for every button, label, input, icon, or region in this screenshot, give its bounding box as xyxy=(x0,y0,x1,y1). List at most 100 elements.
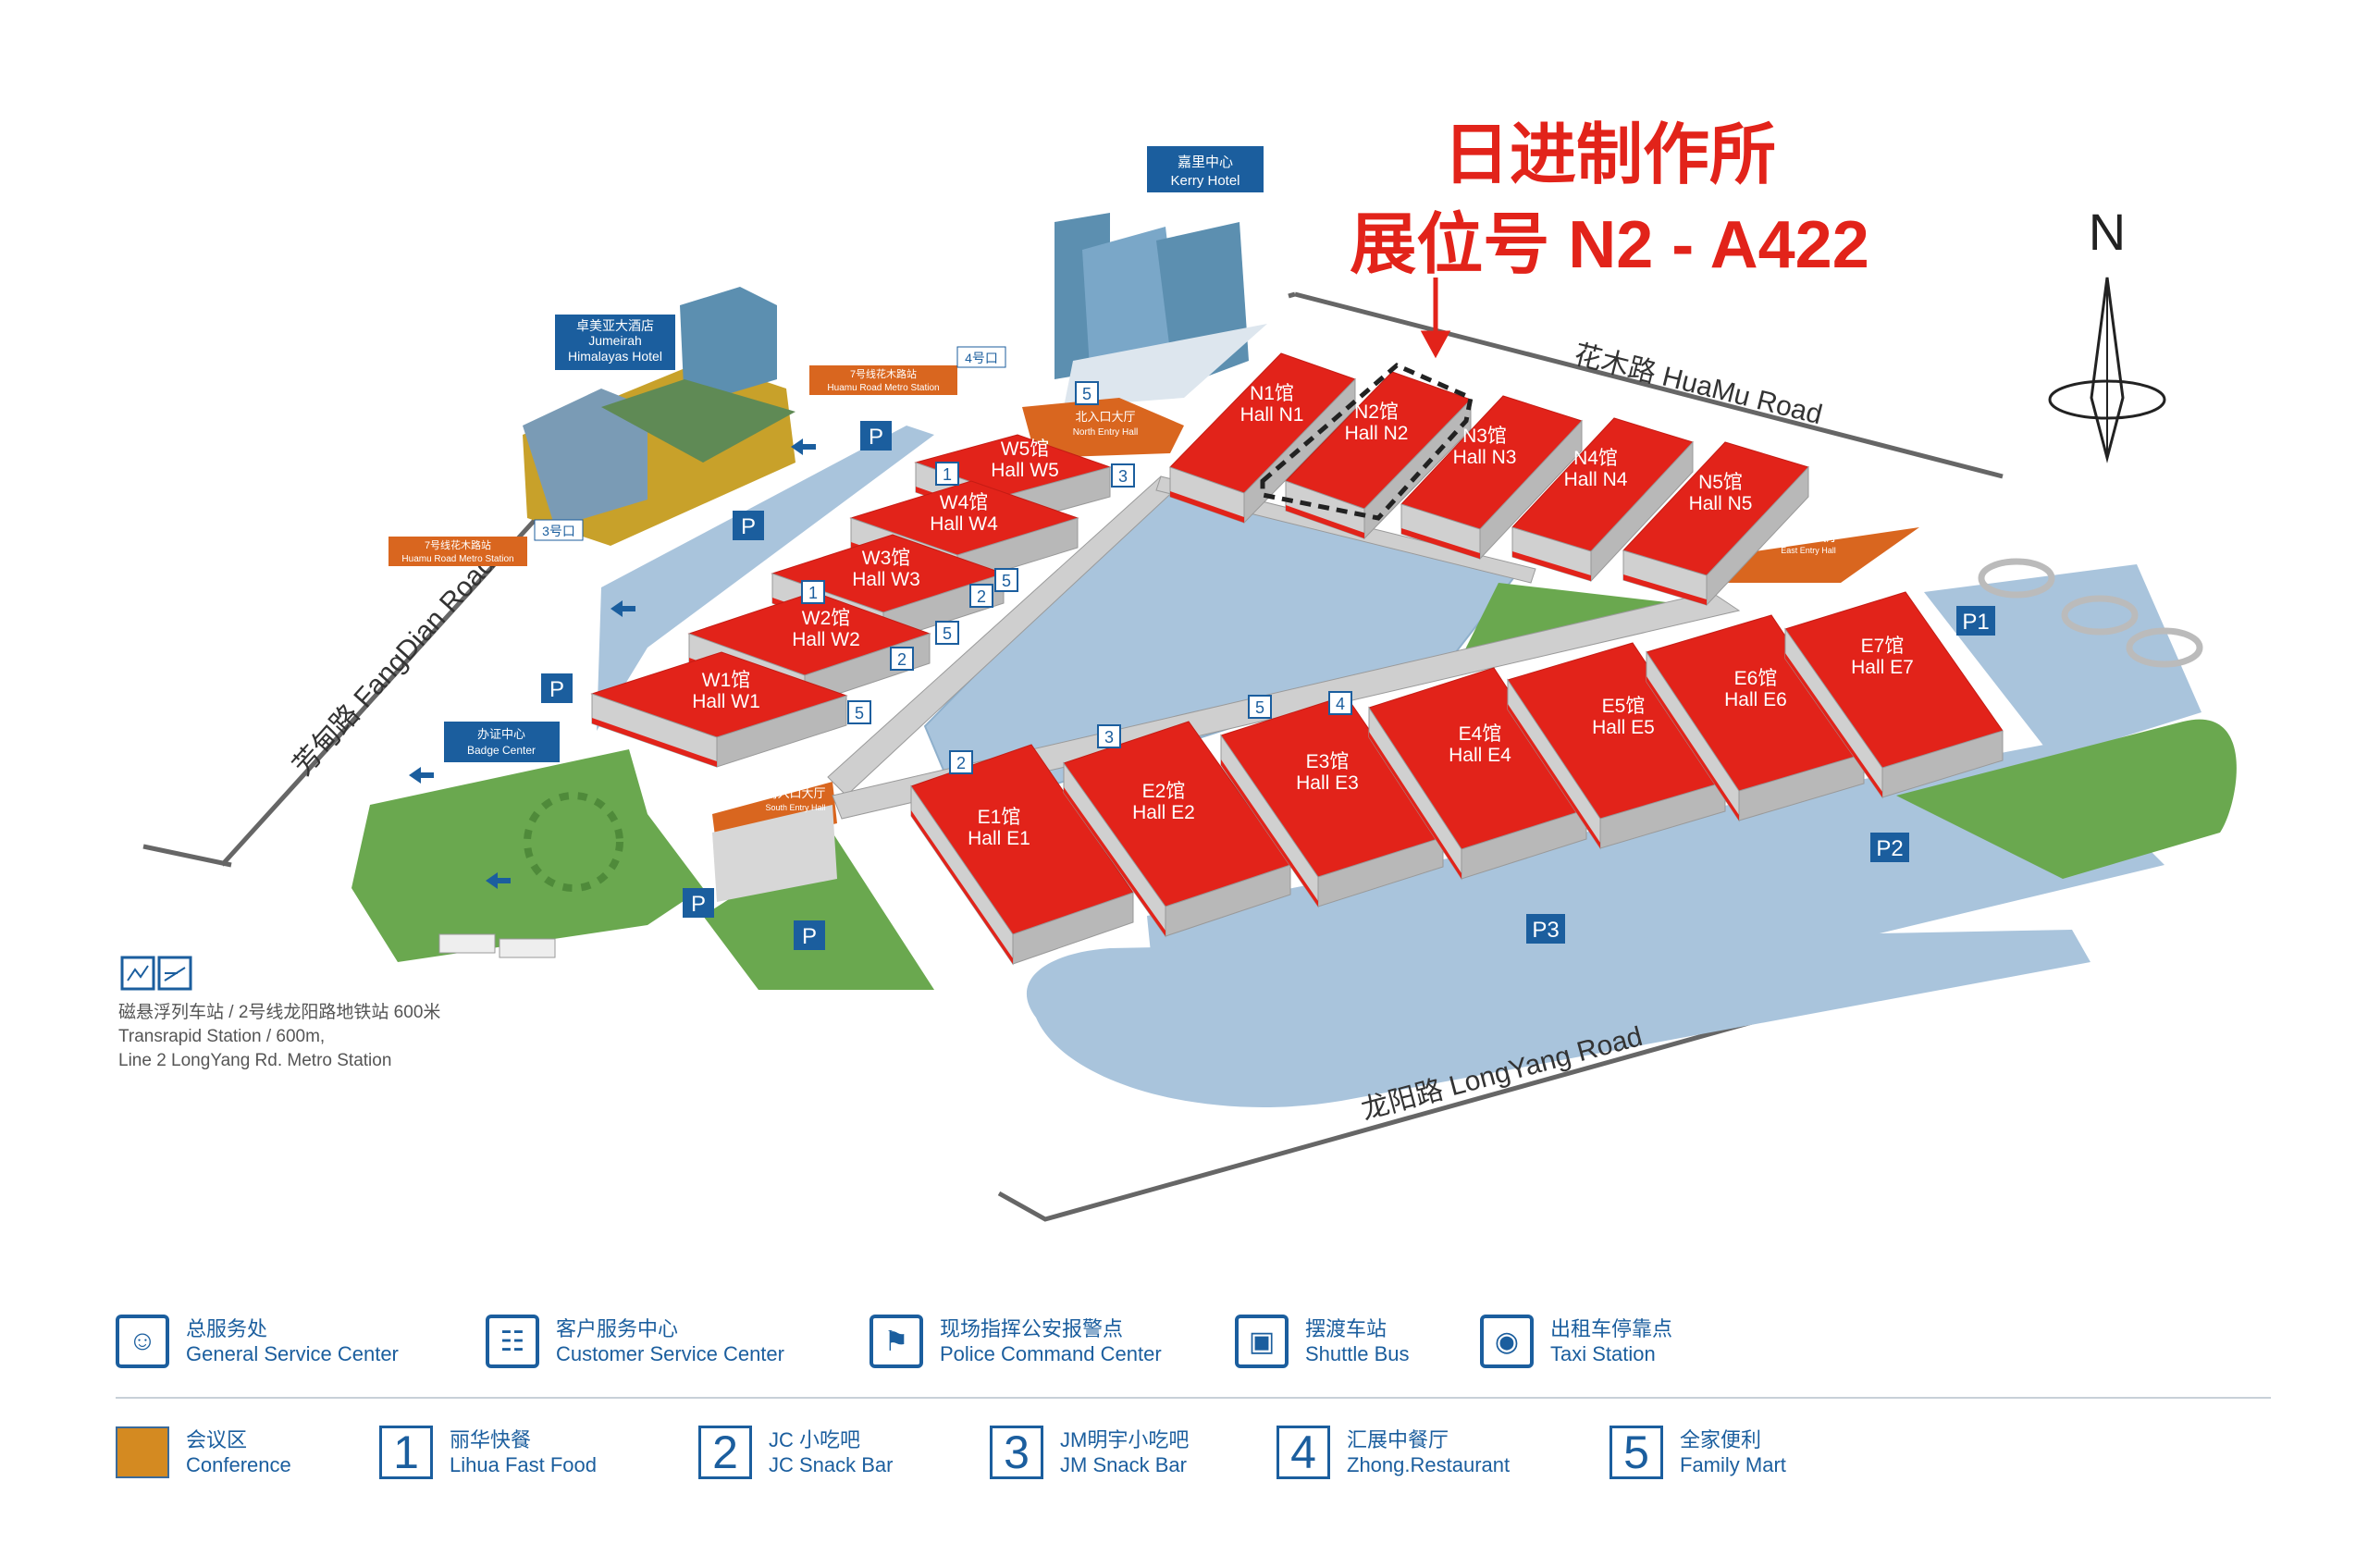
transport-text-en1: Transrapid Station / 600m, xyxy=(118,1027,325,1046)
hall-e2-label-en: Hall E2 xyxy=(1132,802,1195,823)
facility-marker-5[interactable]: 5 xyxy=(1075,381,1099,405)
svg-text:Badge Center: Badge Center xyxy=(467,744,536,757)
plaza-areas xyxy=(597,426,2202,1107)
booth-company-title: 日进制作所 xyxy=(1442,118,1776,192)
svg-text:5: 5 xyxy=(943,624,952,643)
svg-text:5: 5 xyxy=(855,704,864,722)
south-entry-label-cn: 南入口大厅 xyxy=(765,786,825,800)
shuttle-bus-icon: ▣ xyxy=(1235,1315,1289,1368)
hall-e5-label-en: Hall E5 xyxy=(1592,717,1655,738)
legend-divider xyxy=(116,1397,2271,1399)
hall-w5-label-en: Hall W5 xyxy=(991,460,1059,481)
facility-marker-3[interactable]: 3 xyxy=(1097,724,1121,748)
west-plaza xyxy=(597,426,934,731)
facility-marker-5[interactable]: 5 xyxy=(1248,695,1272,719)
svg-text:5: 5 xyxy=(1255,698,1264,717)
hall-w3-label-en: Hall W3 xyxy=(852,569,920,590)
metro-north-label: 7号线花木路站 Huamu Road Metro Station xyxy=(809,365,957,395)
svg-text:P: P xyxy=(741,514,756,539)
svg-text:卓美亚大酒店: 卓美亚大酒店 xyxy=(576,318,654,333)
facility-marker-2[interactable]: 2 xyxy=(890,647,914,671)
facility-marker-5[interactable]: 5 xyxy=(935,621,959,645)
facility-marker-5[interactable]: 5 xyxy=(847,700,871,724)
east-entry-label-en: East Entry Hall xyxy=(1781,546,1836,555)
facility-marker-2[interactable]: 2 xyxy=(969,584,993,608)
hall-w2-label-cn: W2馆 xyxy=(802,608,851,629)
north-arrow-icon: N xyxy=(2048,203,2166,463)
hall-n1-label-cn: N1馆 xyxy=(1250,383,1294,404)
number-4-icon: 4 xyxy=(1276,1426,1330,1479)
hall-w2-label-en: Hall W2 xyxy=(792,629,860,650)
north-entry-hall-shape xyxy=(1022,398,1184,458)
svg-text:3: 3 xyxy=(1118,467,1128,486)
svg-text:3: 3 xyxy=(1104,728,1114,747)
parking-p-icon: P xyxy=(733,511,764,540)
parking-p-icon: P xyxy=(860,421,892,451)
hall-n2-label-en: Hall N2 xyxy=(1345,423,1409,444)
number-1-icon: 1 xyxy=(379,1426,433,1479)
facility-marker-1[interactable]: 1 xyxy=(935,462,959,486)
facility-marker-3[interactable]: 3 xyxy=(1111,463,1135,488)
hall-e6-label-en: Hall E6 xyxy=(1724,689,1787,710)
east-lawn xyxy=(1896,719,2237,879)
facility-marker-2[interactable]: 2 xyxy=(949,750,973,774)
facility-marker-1[interactable]: 1 xyxy=(801,580,825,604)
hall-n3-label-en: Hall N3 xyxy=(1453,447,1517,468)
entry-arrow-icons xyxy=(409,438,816,889)
svg-text:7号线花木路站: 7号线花木路站 xyxy=(850,367,917,380)
hall-e4-label-en: Hall E4 xyxy=(1449,745,1511,766)
hall-n1-label-en: Hall N1 xyxy=(1240,404,1304,426)
svg-text:3号口: 3号口 xyxy=(542,524,575,538)
facility-marker-4[interactable]: 4 xyxy=(1328,691,1352,715)
hall-e4-label-cn: E4馆 xyxy=(1459,723,1502,745)
north-entry-label-cn: 北入口大厅 xyxy=(1075,410,1135,424)
hall-w5-label-cn: W5馆 xyxy=(1001,438,1050,460)
north-entry-label-en: North Entry Hall xyxy=(1073,427,1139,438)
hall-e1-label-en: Hall E1 xyxy=(968,828,1030,849)
svg-text:4: 4 xyxy=(1336,695,1345,713)
taxi-icon: ◉ xyxy=(1480,1315,1534,1368)
svg-text:P: P xyxy=(549,677,564,702)
hall-n2-label-cn: N2馆 xyxy=(1354,401,1399,423)
svg-text:4号口: 4号口 xyxy=(965,351,998,365)
exit3-label: 3号口 xyxy=(534,519,584,541)
svg-text:P: P xyxy=(869,425,883,450)
kerry-label: 嘉里中心 Kerry Hotel xyxy=(1147,146,1264,192)
facility-marker-5[interactable]: 5 xyxy=(994,568,1018,592)
svg-text:7号线花木路站: 7号线花木路站 xyxy=(425,538,491,551)
south-west-lawn xyxy=(703,833,934,990)
hall-w3-label-cn: W3馆 xyxy=(862,548,911,569)
metro-west-label: 7号线花木路站 Huamu Road Metro Station xyxy=(388,537,527,566)
svg-text:Himalayas Hotel: Himalayas Hotel xyxy=(568,349,662,364)
number-3-icon: 3 xyxy=(990,1426,1043,1479)
